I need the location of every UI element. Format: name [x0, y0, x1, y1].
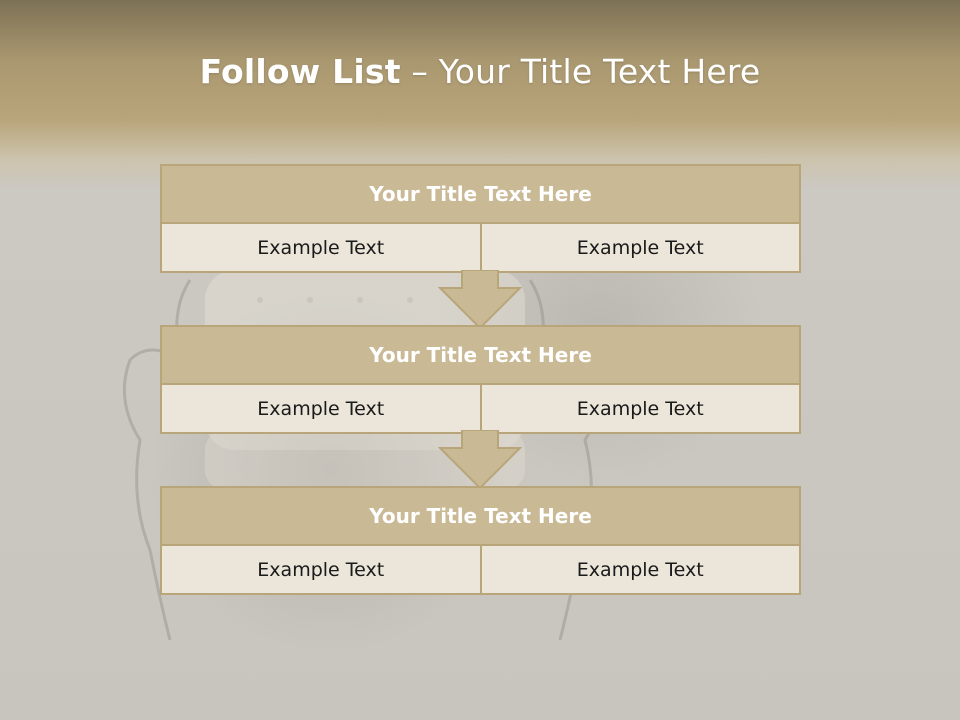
step-row-3: Example Text Example Text	[162, 546, 799, 593]
step-3-right-text: Example Text	[479, 546, 799, 593]
step-2-left-text: Example Text	[162, 385, 480, 432]
down-arrow-icon-1	[438, 270, 522, 330]
step-block-2: Your Title Text Here Example Text Exampl…	[160, 325, 801, 434]
down-arrow-icon-2	[438, 430, 522, 490]
step-title-3: Your Title Text Here	[162, 488, 799, 546]
title-rest: – Your Title Text Here	[400, 52, 761, 91]
step-title-2: Your Title Text Here	[162, 327, 799, 385]
step-3-left-text: Example Text	[162, 546, 480, 593]
page-title: Follow List – Your Title Text Here	[0, 52, 960, 91]
step-1-right-text: Example Text	[479, 224, 799, 271]
step-block-3: Your Title Text Here Example Text Exampl…	[160, 486, 801, 595]
step-2-right-text: Example Text	[479, 385, 799, 432]
step-1-left-text: Example Text	[162, 224, 480, 271]
step-row-2: Example Text Example Text	[162, 385, 799, 432]
step-row-1: Example Text Example Text	[162, 224, 799, 271]
step-title-1: Your Title Text Here	[162, 166, 799, 224]
step-block-1: Your Title Text Here Example Text Exampl…	[160, 164, 801, 273]
title-bold: Follow List	[199, 52, 401, 91]
